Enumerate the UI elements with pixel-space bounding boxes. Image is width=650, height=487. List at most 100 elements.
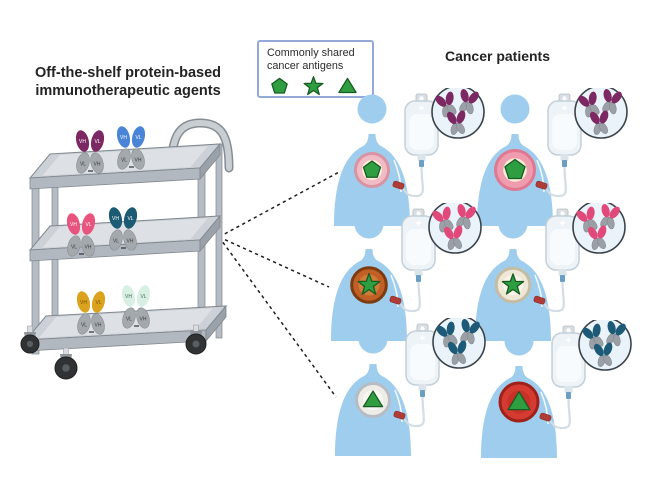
tumor — [498, 381, 540, 423]
infused-antibodies — [436, 318, 480, 365]
bag-port-cross — [560, 220, 565, 226]
person-head — [498, 209, 528, 239]
antigen-icon — [362, 390, 384, 408]
legend-icons — [267, 76, 364, 97]
magnifier — [432, 318, 486, 369]
bag-hanger-hole — [562, 96, 567, 101]
antibody-icon — [460, 318, 480, 345]
iv-tube — [400, 396, 425, 428]
arm-divider — [390, 274, 399, 308]
svg-text:VH: VH — [140, 317, 147, 323]
triangle-antigen-icon — [338, 78, 357, 94]
star-antigen-icon — [303, 76, 324, 96]
iv-bag-cap — [419, 160, 424, 167]
iv-bag-neck — [564, 386, 573, 393]
injection-site — [535, 180, 548, 190]
arm-divider — [536, 159, 545, 193]
antibody-icon — [459, 88, 479, 115]
svg-text:VL: VL — [94, 139, 100, 145]
person-head — [504, 326, 534, 356]
injection-site — [392, 180, 405, 190]
svg-text:VH: VH — [125, 294, 132, 300]
iv-tube — [540, 281, 565, 313]
iv-bag-liquid — [409, 114, 434, 150]
magnifier — [431, 88, 485, 139]
iv-tube — [396, 281, 421, 313]
iv-bag-liquid — [552, 114, 577, 150]
antibody-icon — [432, 206, 454, 233]
arm-divider — [540, 391, 549, 425]
legend-label: Commonly shared cancer antigens — [267, 47, 355, 73]
iv-bag — [392, 93, 439, 198]
person-head — [354, 209, 384, 239]
antibody-icon — [600, 203, 620, 230]
svg-text:VL: VL — [121, 158, 127, 164]
injection-site — [389, 295, 402, 305]
bag-hanger-hole — [420, 326, 425, 331]
iv-bag-neck — [560, 154, 569, 161]
bag-hanger-hole — [416, 211, 421, 216]
iv-bag-neck — [558, 269, 567, 276]
svg-text:VH: VH — [127, 239, 134, 245]
person-head — [357, 94, 387, 124]
patient-3 — [327, 203, 502, 343]
svg-text:VL: VL — [140, 294, 146, 300]
iv-tube — [546, 398, 571, 430]
antigen-icon — [362, 160, 382, 178]
svg-text:VH: VH — [79, 139, 86, 145]
antigen-icon — [501, 273, 525, 295]
person-head — [500, 94, 530, 124]
svg-text:VH: VH — [120, 135, 127, 141]
svg-text:VL: VL — [85, 222, 91, 228]
infused-antibodies — [435, 88, 479, 135]
bag-port-cross — [420, 335, 425, 341]
tumor — [494, 149, 536, 191]
pentagon-antigen-icon — [271, 78, 288, 95]
patient-5 — [331, 318, 506, 458]
magnifier — [428, 203, 482, 254]
infused-antibodies — [576, 203, 620, 250]
antibody-icon — [602, 88, 622, 115]
iv-bag-cap — [566, 392, 571, 399]
iv-tube — [399, 166, 424, 198]
iv-bag-cap — [560, 275, 565, 282]
antigen-icon — [504, 158, 526, 180]
svg-text:VL: VL — [71, 245, 77, 251]
magnifier — [574, 88, 628, 139]
antibody-icon — [587, 225, 607, 250]
antibody-icon — [589, 110, 609, 135]
iv-bag-liquid — [556, 346, 581, 382]
iv-bag-neck — [414, 269, 423, 276]
iv-bag-liquid — [410, 344, 435, 380]
svg-text:VL: VL — [81, 323, 87, 329]
svg-text:VL: VL — [113, 239, 119, 245]
infused-antibodies — [582, 320, 626, 367]
antibody-icon — [447, 340, 467, 365]
magnifier — [578, 320, 632, 371]
antigen-icon — [357, 272, 381, 295]
svg-text:VH: VH — [135, 158, 142, 164]
antibody-icon — [446, 110, 466, 135]
arm-divider — [534, 274, 543, 308]
bag-port-cross — [566, 337, 571, 343]
magnifier — [572, 203, 626, 254]
patient-2 — [473, 88, 648, 228]
injection-site — [533, 295, 546, 305]
patient-1 — [330, 88, 505, 228]
iv-bag-neck — [417, 154, 426, 161]
right-title: Cancer patients — [444, 48, 551, 64]
antigen-icon — [507, 391, 531, 411]
legend-box: Commonly shared cancer antigens — [257, 40, 374, 98]
injection-site — [539, 412, 552, 422]
svg-text:VH: VH — [80, 300, 87, 306]
infused-antibodies — [578, 88, 622, 135]
iv-bag-cap — [562, 160, 567, 167]
iv-bag-liquid — [406, 229, 431, 265]
antibody-icon — [593, 342, 613, 367]
